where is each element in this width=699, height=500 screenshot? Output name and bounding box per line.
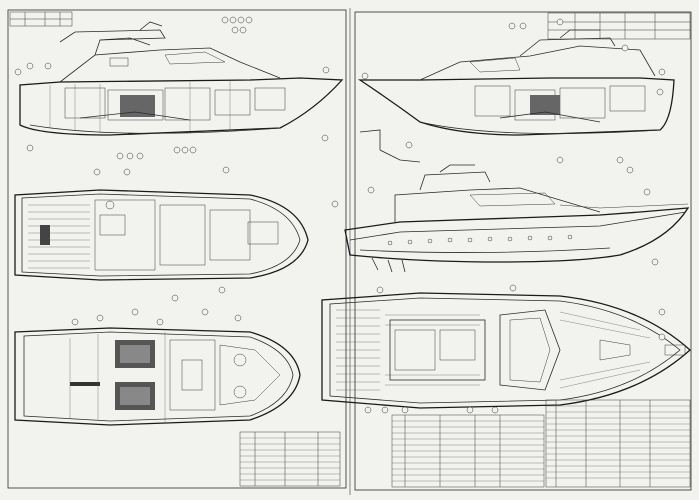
right-exterior-profile	[331, 129, 690, 273]
left-deck-plan	[14, 146, 309, 302]
right-profile-section	[357, 18, 675, 164]
left-top-title-grid	[9, 11, 73, 27]
left-lower-deck-plan	[14, 308, 301, 426]
right-sheet-border	[354, 11, 692, 491]
right-parts-table-2	[545, 399, 691, 488]
right-parts-table-1	[391, 414, 545, 488]
left-profile-section	[14, 16, 344, 160]
right-top-title-grid	[547, 12, 691, 40]
left-parts-table	[239, 431, 341, 487]
left-sheet-border	[7, 9, 347, 489]
right-top-plan	[321, 284, 691, 414]
